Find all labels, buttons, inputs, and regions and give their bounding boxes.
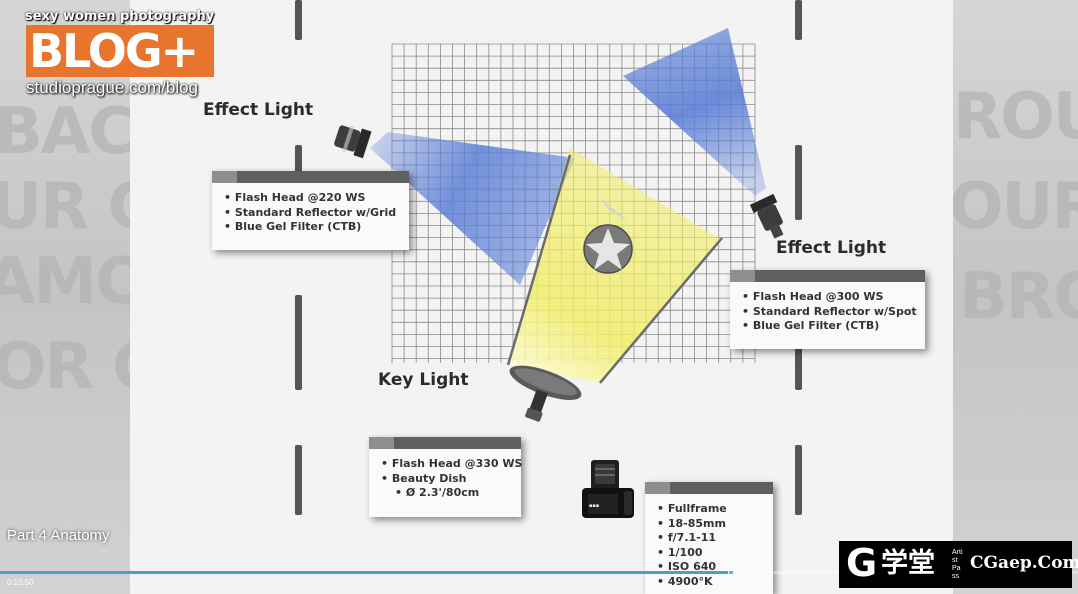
effect-light-beam-right [623, 28, 766, 196]
key-light-label: Key Light [378, 370, 469, 390]
subject-model [583, 198, 633, 274]
watermark-url: CGaep.Com [970, 553, 1078, 573]
background-blur-text: AMO [0, 245, 150, 319]
background-blur-text: BAC [0, 95, 135, 169]
effect-light-left-label: Effect Light [203, 100, 314, 120]
video-title: Part 4 Anatomy [7, 527, 110, 544]
effect-light-right-fixture [749, 193, 784, 239]
spec-item: Standard Reflector w/Grid [224, 206, 399, 221]
background-right: ROU OUR BRO [949, 0, 1078, 594]
specs-header-bar [645, 482, 773, 494]
camera-specs: Fullframe 18-85mm f/7.1-11 1/100 ISO 640… [645, 482, 773, 594]
spec-item: f/7.1-11 [657, 531, 763, 546]
spec-item: 18-85mm [657, 517, 763, 532]
watermark-small-text: Artist Pass [952, 549, 963, 580]
key-light-specs: Flash Head @330 WS Beauty Dish Ø 2.3'/80… [369, 437, 523, 517]
spec-item: Flash Head @220 WS [224, 191, 399, 206]
effect-light-right-label: Effect Light [776, 238, 887, 258]
lighting-diagram-panel: ▪▪▪ Effect Light Effect Light Key Light … [130, 0, 953, 594]
spec-item: 4900°K [657, 575, 763, 590]
logo-url: studioprague.com/blog [26, 78, 199, 97]
spec-item: Standard Reflector w/Spot [742, 305, 917, 320]
watermark-glyph: G [846, 541, 878, 585]
specs-header-bar [730, 270, 925, 282]
key-light-beam-edges [506, 154, 723, 384]
spec-item: Flash Head @330 WS [381, 457, 523, 472]
background-blur-text: OUR [949, 170, 1078, 244]
background-left: BAC UR G AMO OR C [0, 0, 160, 594]
key-light-fixture [509, 365, 582, 422]
effect-light-right-specs: Flash Head @300 WS Standard Reflector w/… [730, 270, 925, 349]
watermark: G 学堂 Artist Pass CGaep.Com [839, 541, 1078, 588]
progress-played [0, 571, 734, 574]
watermark-cn-text: 学堂 [881, 548, 935, 579]
current-time: 0:15:50 [7, 578, 34, 587]
spec-item: Ø 2.3'/80cm [381, 486, 511, 501]
specs-header-bar [212, 171, 409, 183]
spec-item: Fullframe [657, 502, 763, 517]
spec-item: Blue Gel Filter (CTB) [742, 319, 915, 334]
effect-light-left-specs: Flash Head @220 WS Standard Reflector w/… [212, 171, 409, 250]
effect-light-left-fixture [334, 124, 372, 159]
specs-header-bar [369, 437, 521, 449]
background-blur-text: BRO [959, 260, 1078, 334]
studio-stands [295, 0, 802, 515]
spec-item: Beauty Dish [381, 472, 511, 487]
logo-wordmark: BLOG+ [26, 25, 214, 77]
effect-light-beam-left [370, 132, 575, 285]
spec-item: ISO 640 [657, 560, 763, 575]
lighting-diagram: ▪▪▪ [295, 0, 802, 518]
logo-tagline: sexy women photography [25, 9, 215, 24]
spec-item: 1/100 [657, 546, 763, 561]
spec-item: Flash Head @300 WS [742, 290, 915, 305]
background-blur-text: ROU [953, 80, 1078, 154]
camera-icon: ▪▪▪ [582, 460, 634, 518]
progress-scrubber-handle[interactable] [728, 567, 739, 577]
svg-text:▪▪▪: ▪▪▪ [589, 503, 599, 509]
spec-item: Blue Gel Filter (CTB) [224, 220, 399, 235]
